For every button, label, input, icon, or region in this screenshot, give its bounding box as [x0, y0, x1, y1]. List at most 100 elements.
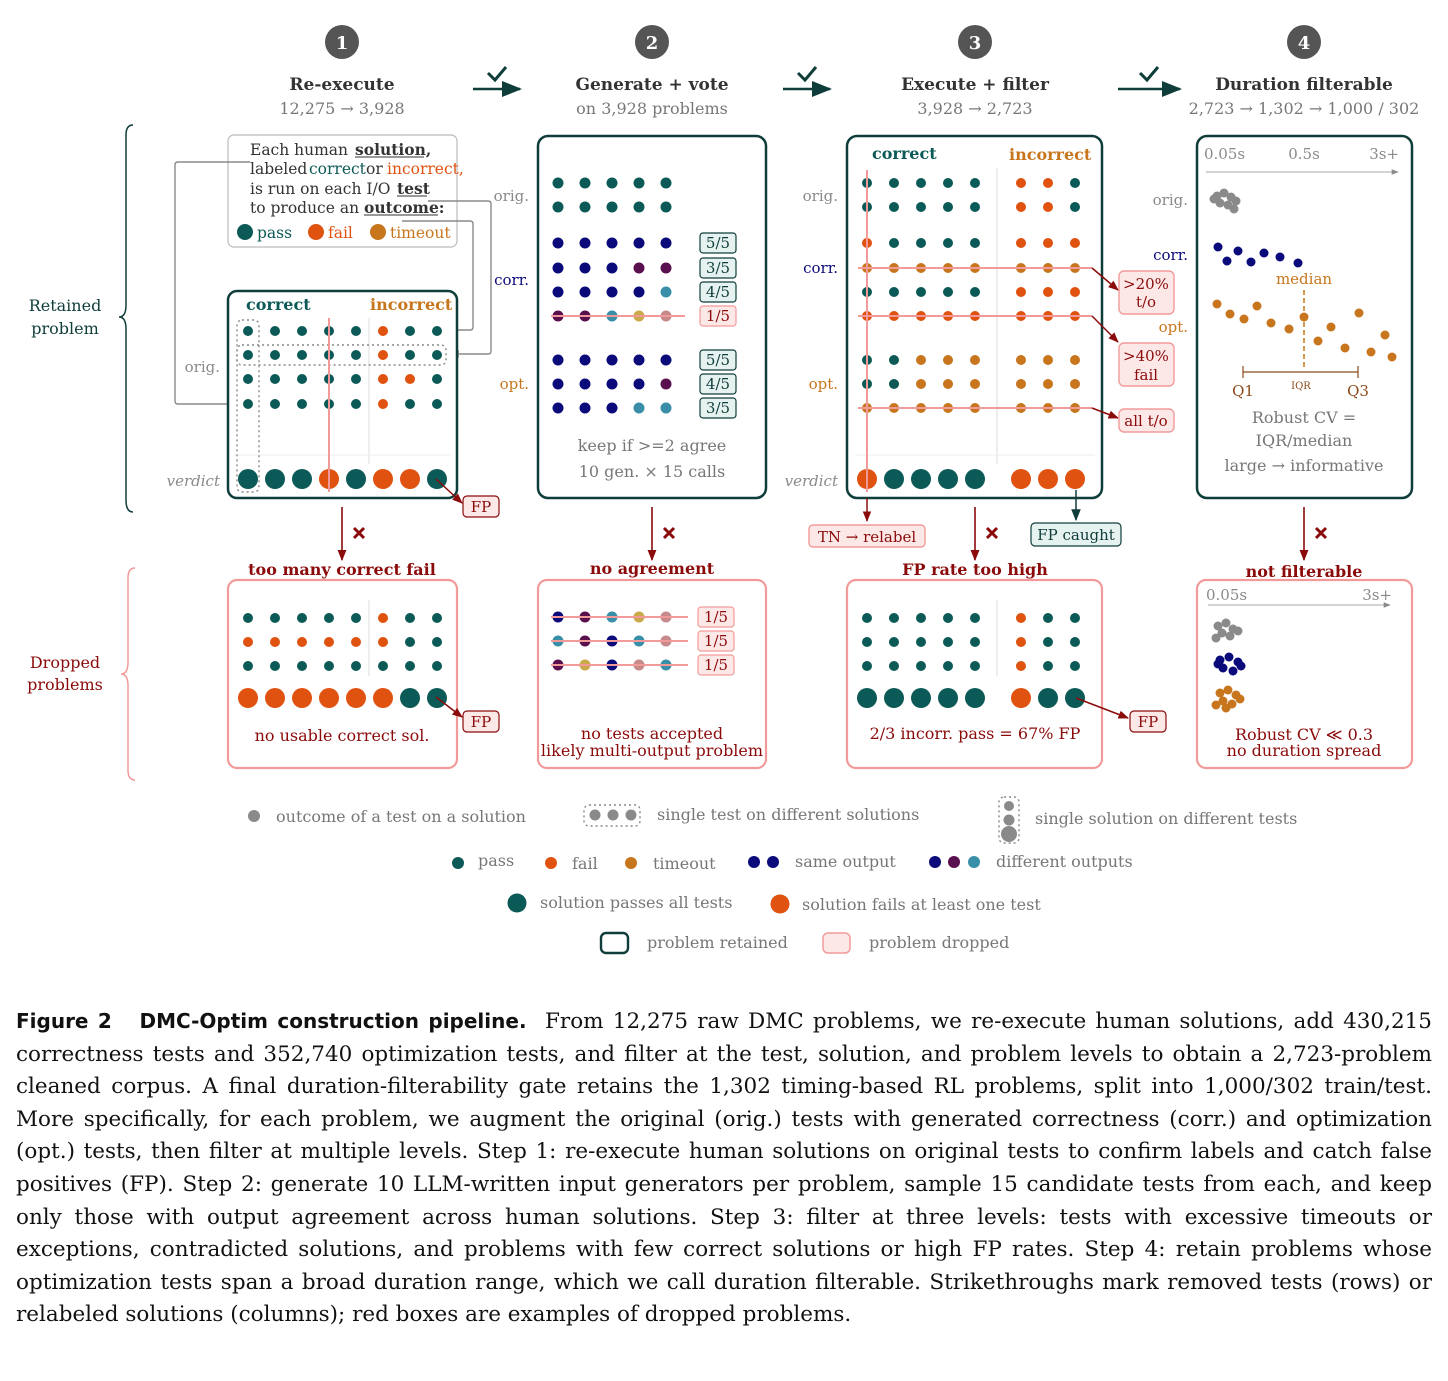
outcome-dot [1016, 202, 1026, 212]
drop-arrows [337, 507, 1309, 562]
duration-dot [1225, 309, 1235, 319]
outcome-dot [1043, 355, 1053, 365]
outcome-dot [889, 637, 899, 647]
legend-diff-dot [948, 856, 960, 868]
step-1-retained-box: correct incorrect [226, 289, 459, 500]
drop-note: 2/3 incorr. pass = 67% FP [870, 724, 1081, 743]
outcome-dot [432, 374, 442, 384]
retained-label-line1: Retained [29, 296, 102, 315]
dropped-label-line2: problems [27, 675, 103, 694]
outcome-dot [1016, 355, 1026, 365]
outcome-dot [324, 637, 334, 647]
outcome-dot [970, 661, 980, 671]
timeout-20-tag: >20% [1123, 275, 1169, 293]
step-number-badge [325, 25, 359, 59]
retained-frame [226, 289, 459, 500]
outcome-dot [297, 661, 307, 671]
drop-box-4: 0.05s 3s+ Robust CV ≪ 0.3 no duration sp… [1195, 578, 1414, 770]
outcome-dot [1070, 355, 1080, 365]
outcome-dot [943, 613, 953, 623]
verdict-dot [346, 688, 366, 708]
outcome-dot [405, 661, 415, 671]
outcome-dot [1043, 287, 1053, 297]
outcome-dot [552, 177, 564, 189]
vote-grid [551, 611, 688, 671]
vote-tag-frame [699, 305, 737, 327]
outcome-dot [606, 201, 618, 213]
timeout-label: timeout [390, 224, 451, 242]
outcome-dot [633, 286, 645, 298]
legend-dot [1003, 814, 1015, 826]
outcome-dot [378, 661, 388, 671]
step-2-header: 2 Generate + vote on 3,928 problems [575, 25, 729, 118]
verdict-dot [373, 688, 393, 708]
fp-tag-label: FP [471, 713, 492, 731]
outcome-dot [405, 399, 415, 409]
median-label: median [1276, 270, 1332, 288]
check-icon [1138, 66, 1160, 83]
tag-frame [462, 495, 500, 518]
outcome-dot [606, 402, 618, 414]
outcome-dot [270, 350, 280, 360]
tag-pointer [1091, 315, 1119, 343]
outcome-dot [243, 637, 253, 647]
outcome-dot [432, 613, 442, 623]
duration-dot [1218, 696, 1228, 706]
outcome-dot [633, 402, 645, 414]
caption-title: DMC-Optim construction pipeline. [139, 1009, 527, 1033]
fp-caught-tag: FP caught [1037, 526, 1115, 544]
outcome-dot [633, 237, 645, 249]
legend-retained-box [599, 931, 630, 955]
vote-tag-frame [699, 281, 737, 303]
outcome-dot [1070, 661, 1080, 671]
outcome-dot [916, 637, 926, 647]
duration-dot [1259, 248, 1269, 258]
dropped-frame [226, 578, 459, 770]
step-3-outcome-tags: TN → relabel FP caught [808, 490, 1122, 548]
outcome-dot [579, 354, 591, 366]
col-label-correct: correct [872, 144, 937, 163]
duration-dot [1221, 618, 1231, 628]
tag-pointer [1091, 407, 1119, 419]
outcome-dot [1043, 202, 1053, 212]
fp-tag: FP [1129, 710, 1167, 733]
tag-frame [1129, 710, 1167, 733]
outcome-dot [889, 238, 899, 248]
vote-tag: 1/5 [704, 656, 728, 674]
legend-same: same output [795, 852, 896, 871]
duration-dot [1219, 188, 1229, 198]
test-link-line [428, 200, 492, 358]
outcome-dot [943, 355, 953, 365]
outcome-dot [660, 201, 672, 213]
outcome-dot [1043, 379, 1053, 389]
verdict-dot [265, 688, 285, 708]
outcome-dot [378, 613, 388, 623]
verdict-dot [911, 469, 931, 489]
tag-frame [1030, 522, 1122, 547]
outcome-dot [378, 350, 388, 360]
outcome-grid [238, 613, 447, 708]
duration-dot [1217, 628, 1227, 638]
outcome-dot [297, 637, 307, 647]
outcome-dot [633, 201, 645, 213]
fp-tag: FP [462, 495, 500, 518]
outcome-dot [660, 177, 672, 189]
vote-tag: 3/5 [706, 259, 730, 277]
legend-dot [1004, 801, 1014, 811]
verdict-dot [373, 469, 393, 489]
outcome-dot [943, 238, 953, 248]
outcome-grid [238, 326, 447, 489]
step-title: Generate + vote [575, 75, 728, 95]
outcome-dot [1070, 287, 1080, 297]
outcome-dot [351, 350, 361, 360]
legend-outcome-dot [248, 810, 260, 822]
duration-dot [1229, 204, 1239, 214]
outcome-dot [943, 637, 953, 647]
dropped-brace: Dropped problems [27, 567, 136, 781]
duration-dot [1223, 685, 1233, 695]
verdict-dot [319, 688, 339, 708]
outcome-dot [1016, 238, 1026, 248]
outcome-dot [889, 178, 899, 188]
legend-pass: pass [478, 851, 514, 870]
